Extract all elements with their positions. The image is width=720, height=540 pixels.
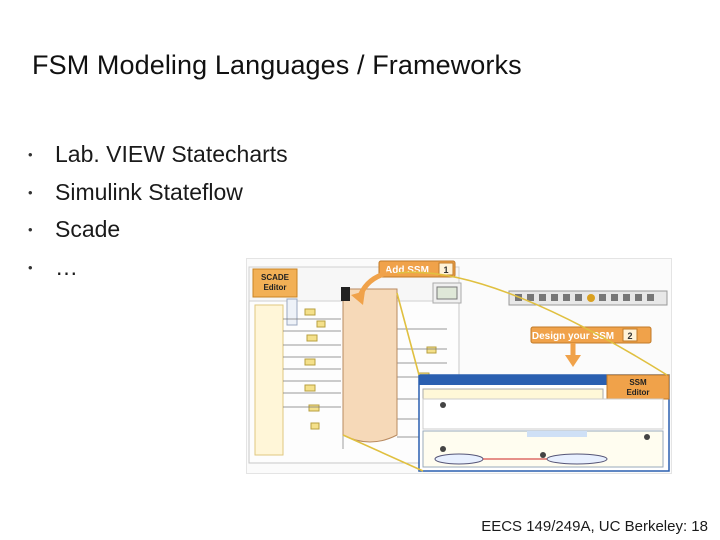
bullet-item: •… <box>28 249 288 287</box>
scade-editor-callout <box>252 268 298 298</box>
bullet-text: Simulink Stateflow <box>55 178 243 205</box>
scade-ssm-figure: SCADE Editor <box>246 258 672 474</box>
add-ssm-step: 1 <box>443 265 448 275</box>
bullet-dot-icon: • <box>28 222 33 237</box>
slide-title: FSM Modeling Languages / Frameworks <box>32 50 522 80</box>
bullet-item: • Scade <box>28 211 288 249</box>
scade-editor-label: SCADE <box>261 273 290 282</box>
bullet-text: Scade <box>55 216 121 242</box>
add-ssm-label: Add SSM <box>385 265 429 276</box>
design-ssm-callout: Design your SSM 2 <box>530 326 652 367</box>
bullet-dot-icon: • <box>28 259 33 275</box>
bullet-dot-icon: • <box>28 184 33 200</box>
design-ssm-step: 2 <box>627 331 632 341</box>
bullet-item: • Lab. VIEW Statecharts <box>28 136 288 174</box>
svg-text:Editor: Editor <box>263 283 286 292</box>
connector-arrows <box>342 271 668 472</box>
bullet-dot-icon: • <box>28 147 33 162</box>
bullet-item: • Simulink Stateflow <box>28 174 288 212</box>
ssm-editor-window: SSM Editor <box>418 374 670 472</box>
svg-text:Editor: Editor <box>626 388 649 397</box>
bullet-text: Lab. VIEW Statecharts <box>55 141 288 167</box>
slide-footer: EECS 149/249A, UC Berkeley: 18 <box>481 518 708 535</box>
figure-svg: SCADE Editor <box>248 260 670 472</box>
bullet-text: … <box>55 253 78 280</box>
ssm-editor-label: SSM <box>629 378 647 387</box>
design-ssm-label: Design your SSM <box>532 331 614 342</box>
bullet-list: • Lab. VIEW Statecharts • Simulink Statefl… <box>28 136 288 286</box>
